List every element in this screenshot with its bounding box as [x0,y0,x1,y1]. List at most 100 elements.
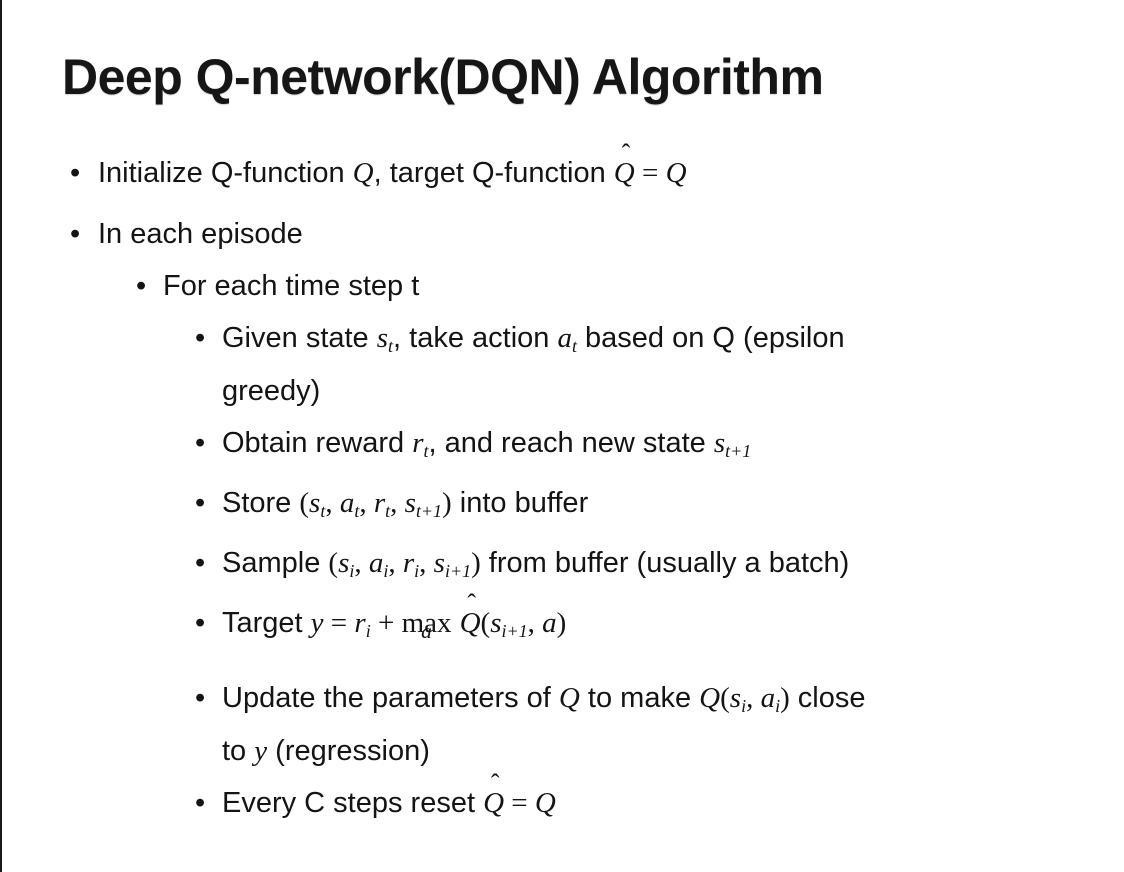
math-under-var: a [421,618,432,643]
text-run: Sample [222,547,329,580]
math-operator: ) [471,547,481,580]
math-var: r [412,427,424,460]
math-operator: ) [556,607,567,640]
bullet-item: •For each time step t [136,264,1124,309]
text-run: into buffer [451,487,589,520]
bullet-text: For each time step t [163,264,419,309]
bullet-marker: • [195,682,206,715]
bullet-text: Update the parameters of Q to make Q(si,… [222,676,866,774]
bullet-marker: • [70,218,81,250]
text-run: For each time step t [163,270,420,302]
math-operator: + [370,607,402,640]
slide-title: Deep Q-network(DQN) Algorithm [62,49,824,105]
math-operator: , [325,487,340,520]
bullet-item: • In each episode [70,212,1124,257]
math-subscript: t [571,336,577,357]
math-operator: ) [780,682,790,715]
text-run: Initialize Q-function [98,157,353,189]
math-var: s [490,607,502,640]
screen-left-edge [0,0,2,872]
math-var: s [404,487,416,520]
math-var: s [433,547,445,580]
text-run: (regression) [267,735,430,768]
bullet-text: Store (st, at, rt, st+1) into buffer [222,481,588,534]
math-var: a [542,607,557,640]
math-var: s [338,547,350,580]
bullet-list: • Initialize Q-function Q, target Q-funct… [0,140,1124,826]
math-var: s [713,427,726,460]
math-var: y [310,607,324,640]
text-run: to [222,735,255,768]
math-var: s [376,322,389,354]
text-run: Given state [222,322,377,354]
math-operator: = [323,607,355,640]
math-var: Q [665,157,687,189]
math-var: s [729,682,742,715]
bullet-marker: • [195,787,206,820]
bullet-item: •Initialize Q-function Q, target Q-funct… [70,140,1124,196]
math-operator: , [354,547,369,580]
math-var: a [760,682,776,715]
bullet-item: • Store (st, at, rt, st+1) into buffer [195,481,1124,534]
math-subscript: t [385,501,391,522]
bullet-marker: • [195,607,206,640]
text-run: Update the parameters of [222,682,559,715]
math-var: r [402,547,415,580]
math-var: Q [699,682,721,715]
bullet-marker: • [195,487,206,520]
math-var: y [254,735,268,768]
math-subscript: i [349,561,355,582]
math-subscript: i [775,696,781,717]
text-run: close [789,682,866,715]
math-subscript: t+1 [415,501,443,522]
math-var: s [309,487,321,520]
hat-accent: ˆ [621,139,631,169]
math-var: r [354,607,366,640]
math-var: Q [558,682,580,715]
bullet-item: •Given state st, take action at based on… [195,316,1124,414]
bullet-text: In each episode [98,212,303,257]
math-subscript: i+1 [444,561,472,582]
math-subscript: t [423,441,429,462]
text-run: Store [222,487,300,520]
math-subscript: t [354,501,360,522]
math-operator: max [401,607,452,640]
math-subscript: t+1 [725,441,752,462]
text-run [452,607,460,639]
math-var: a [339,487,355,520]
bullet-text: Initialize Q-function Q, target Q-functi… [98,140,687,196]
math-operator: ( [480,607,491,640]
math-operator: , [359,487,374,520]
bullet-item: •Update the parameters of Q to make Q(si… [195,676,1124,774]
text-run: to make [579,682,700,715]
math-operator: ) [442,487,452,520]
text-run: Every C steps reset [222,787,484,820]
math-subscript: i [383,561,389,582]
math-var: Q [352,157,374,189]
math-var: Q [483,787,505,820]
text-run: In each episode [98,218,303,250]
math-var: r [373,487,386,520]
math-var: a [368,547,384,580]
math-subscript: i [741,696,747,717]
math-subscript: t [320,501,326,522]
text-run: greedy) [222,375,321,408]
math-subscript: i [414,561,420,582]
bullet-marker: • [195,322,206,354]
text-run: , take action [393,322,558,354]
bullet-marker: • [195,547,206,580]
text-run: Target [222,607,311,640]
math-operator: ( [328,547,339,580]
bullet-item: •Obtain reward rt, and reach new state s… [195,421,1124,474]
math-operator: ( [720,682,730,715]
math-operator: , [419,547,434,580]
math-operator: , [390,487,405,520]
